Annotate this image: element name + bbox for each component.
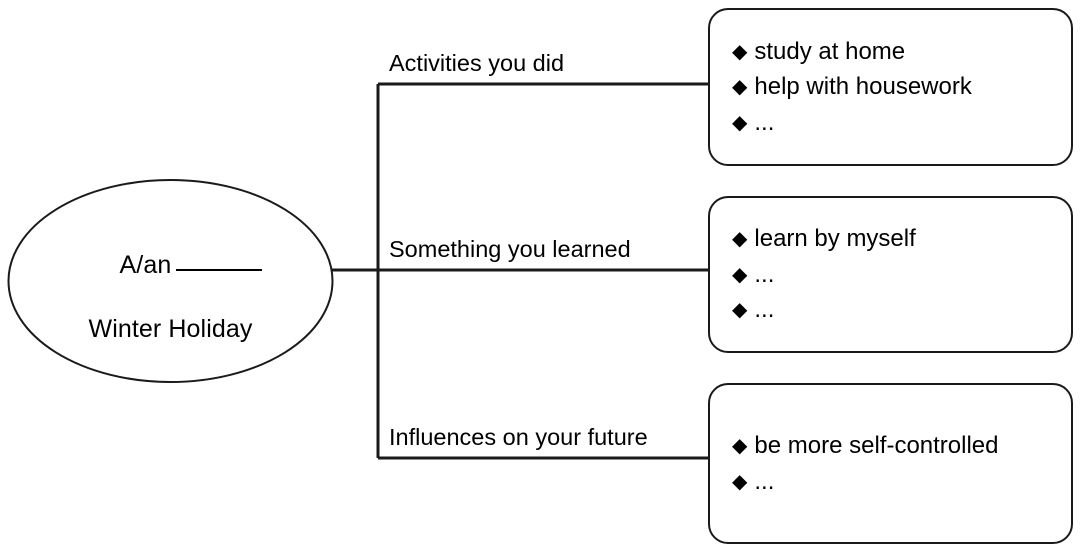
topic-ellipse xyxy=(7,179,334,383)
idea-box-influences: ◆ be more self-controlled ◆ ... xyxy=(708,383,1073,544)
list-item-label: ... xyxy=(754,108,775,136)
diamond-bullet-icon: ◆ xyxy=(732,263,748,286)
list-item-label: help with housework xyxy=(754,73,972,101)
list-item: ◆ ... xyxy=(732,464,1071,500)
branch-label-influences: Influences on your future xyxy=(389,424,648,450)
list-item: ◆ help with housework xyxy=(732,69,1071,105)
list-item: ◆ ... xyxy=(732,257,1071,293)
list-item-label: ... xyxy=(754,260,775,288)
diamond-bullet-icon: ◆ xyxy=(732,111,748,134)
list-item-label: be more self-controlled xyxy=(754,431,999,459)
diamond-bullet-icon: ◆ xyxy=(732,40,748,63)
list-item-label: ... xyxy=(754,467,775,495)
topic-label: A/an Winter Holiday xyxy=(8,180,333,382)
topic-line-one: A/an xyxy=(79,217,263,313)
list-item: ◆ study at home xyxy=(732,34,1071,70)
list-item-label: study at home xyxy=(754,37,906,65)
diamond-bullet-icon: ◆ xyxy=(732,76,748,99)
branch-label-learned: Something you learned xyxy=(389,236,631,262)
list-item: ◆ learn by myself xyxy=(732,221,1071,257)
diamond-bullet-icon: ◆ xyxy=(732,470,748,493)
list-item: ◆ ... xyxy=(732,105,1071,141)
list-item: ◆ be more self-controlled xyxy=(732,428,1071,464)
list-item: ◆ ... xyxy=(732,292,1071,328)
topic-line-two: Winter Holiday xyxy=(88,315,253,343)
diamond-bullet-icon: ◆ xyxy=(732,434,748,457)
branch-label-activities: Activities you did xyxy=(389,50,565,76)
topic-article: A/an xyxy=(119,251,172,279)
topic-blank-underline xyxy=(176,269,263,271)
diamond-bullet-icon: ◆ xyxy=(732,299,748,322)
idea-box-activities: ◆ study at home ◆ help with housework ◆ … xyxy=(708,8,1073,166)
list-item-label: learn by myself xyxy=(754,225,916,253)
diamond-bullet-icon: ◆ xyxy=(732,228,748,251)
idea-box-learned: ◆ learn by myself ◆ ... ◆ ... xyxy=(708,196,1073,353)
list-item-label: ... xyxy=(754,296,775,324)
